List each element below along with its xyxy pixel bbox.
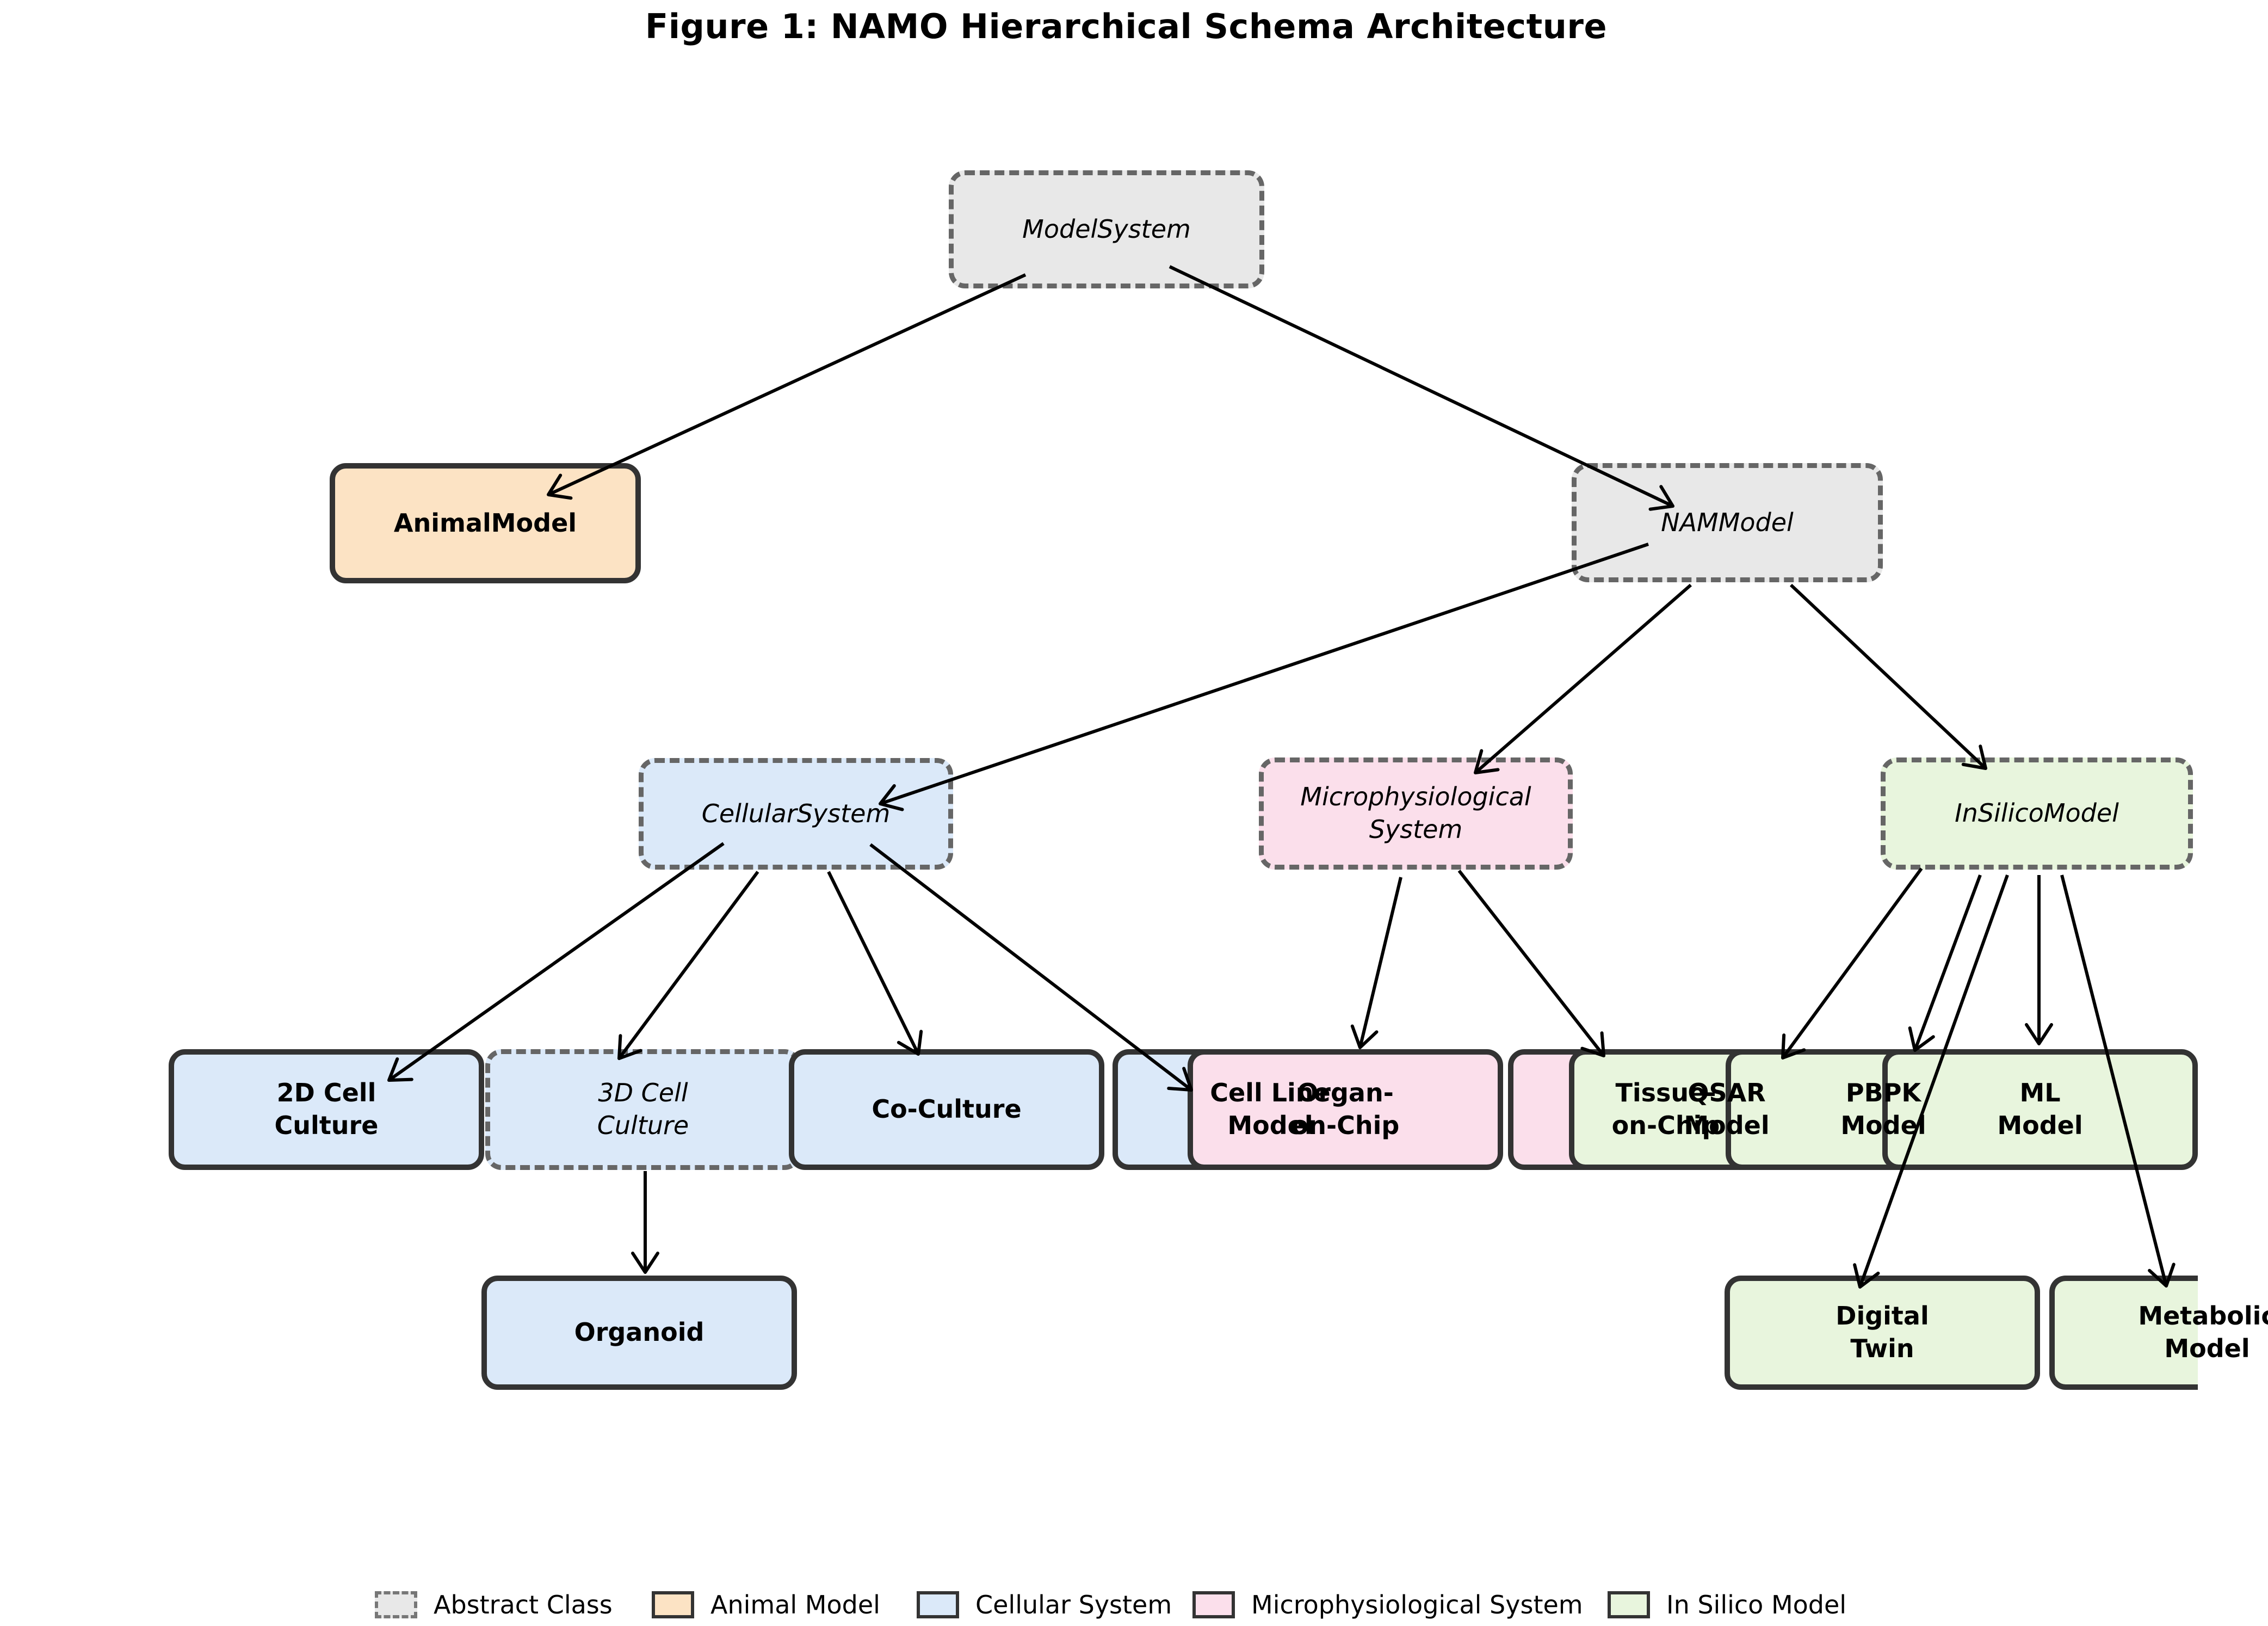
node-box-co-culture	[789, 1049, 1104, 1170]
arrow-insilico-model-to-pbpk-model	[1908, 874, 1982, 1052]
node-box-microphysiological-system	[1259, 757, 1573, 870]
arrow-cellular-system-to-3d-cell-culture	[617, 871, 759, 1060]
legend-swatch-insilico	[1608, 1591, 1650, 1618]
node-box-ml-model	[1882, 1049, 2198, 1170]
node-box-organoid	[481, 1276, 797, 1390]
arrow-cellular-system-to-co-culture	[827, 871, 923, 1056]
node-box-insilico-model	[1881, 757, 2193, 870]
arrow-nam-model-to-microphysiological-system	[1474, 583, 1692, 774]
arrow-model-system-to-animal-model	[547, 273, 1027, 500]
node-box-metabolic-model	[2049, 1276, 2198, 1390]
legend-label-insilico: In Silico Model	[1666, 1590, 1847, 1619]
legend-item-insilico: In Silico Model	[1608, 1588, 1846, 1622]
arrow-insilico-model-to-qsar-model	[1781, 867, 1923, 1060]
node-box-cellular-system	[639, 758, 953, 870]
arrow-microphysiological-system-to-tissue-on-chip	[1457, 870, 1605, 1057]
node-box-2d-cell-culture	[169, 1049, 484, 1170]
arrow-nam-model-to-insilico-model	[1789, 583, 1987, 770]
legend-swatch-mps	[1192, 1591, 1235, 1618]
legend-item-animal: Animal Model	[652, 1588, 880, 1622]
legend-swatch-animal	[652, 1591, 694, 1618]
arrow-cellular-system-to-2d-cell-culture	[387, 842, 725, 1082]
legend-label-mps: Microphysiological System	[1251, 1590, 1583, 1619]
legend-item-abstract: Abstract Class	[375, 1588, 613, 1622]
node-box-model-system	[949, 170, 1264, 288]
node-box-3d-cell-culture	[485, 1049, 801, 1170]
legend-swatch-abstract	[375, 1591, 417, 1618]
legend-item-cellular: Cellular System	[917, 1588, 1172, 1622]
figure-title: Figure 1: NAMO Hierarchical Schema Archi…	[645, 7, 1608, 46]
node-box-nam-model	[1572, 463, 1883, 582]
arrow-microphysiological-system-to-organ-on-chip	[1350, 877, 1402, 1049]
node-box-animal-model	[330, 463, 641, 583]
legend-item-mps: Microphysiological System	[1192, 1588, 1583, 1622]
node-box-organ-on-chip	[1188, 1049, 1503, 1170]
legend-label-animal: Animal Model	[710, 1590, 880, 1619]
legend-swatch-cellular	[917, 1591, 959, 1618]
node-box-digital-twin	[1725, 1276, 2040, 1390]
legend-label-abstract: Abstract Class	[434, 1590, 613, 1619]
legend-label-cellular: Cellular System	[975, 1590, 1172, 1619]
